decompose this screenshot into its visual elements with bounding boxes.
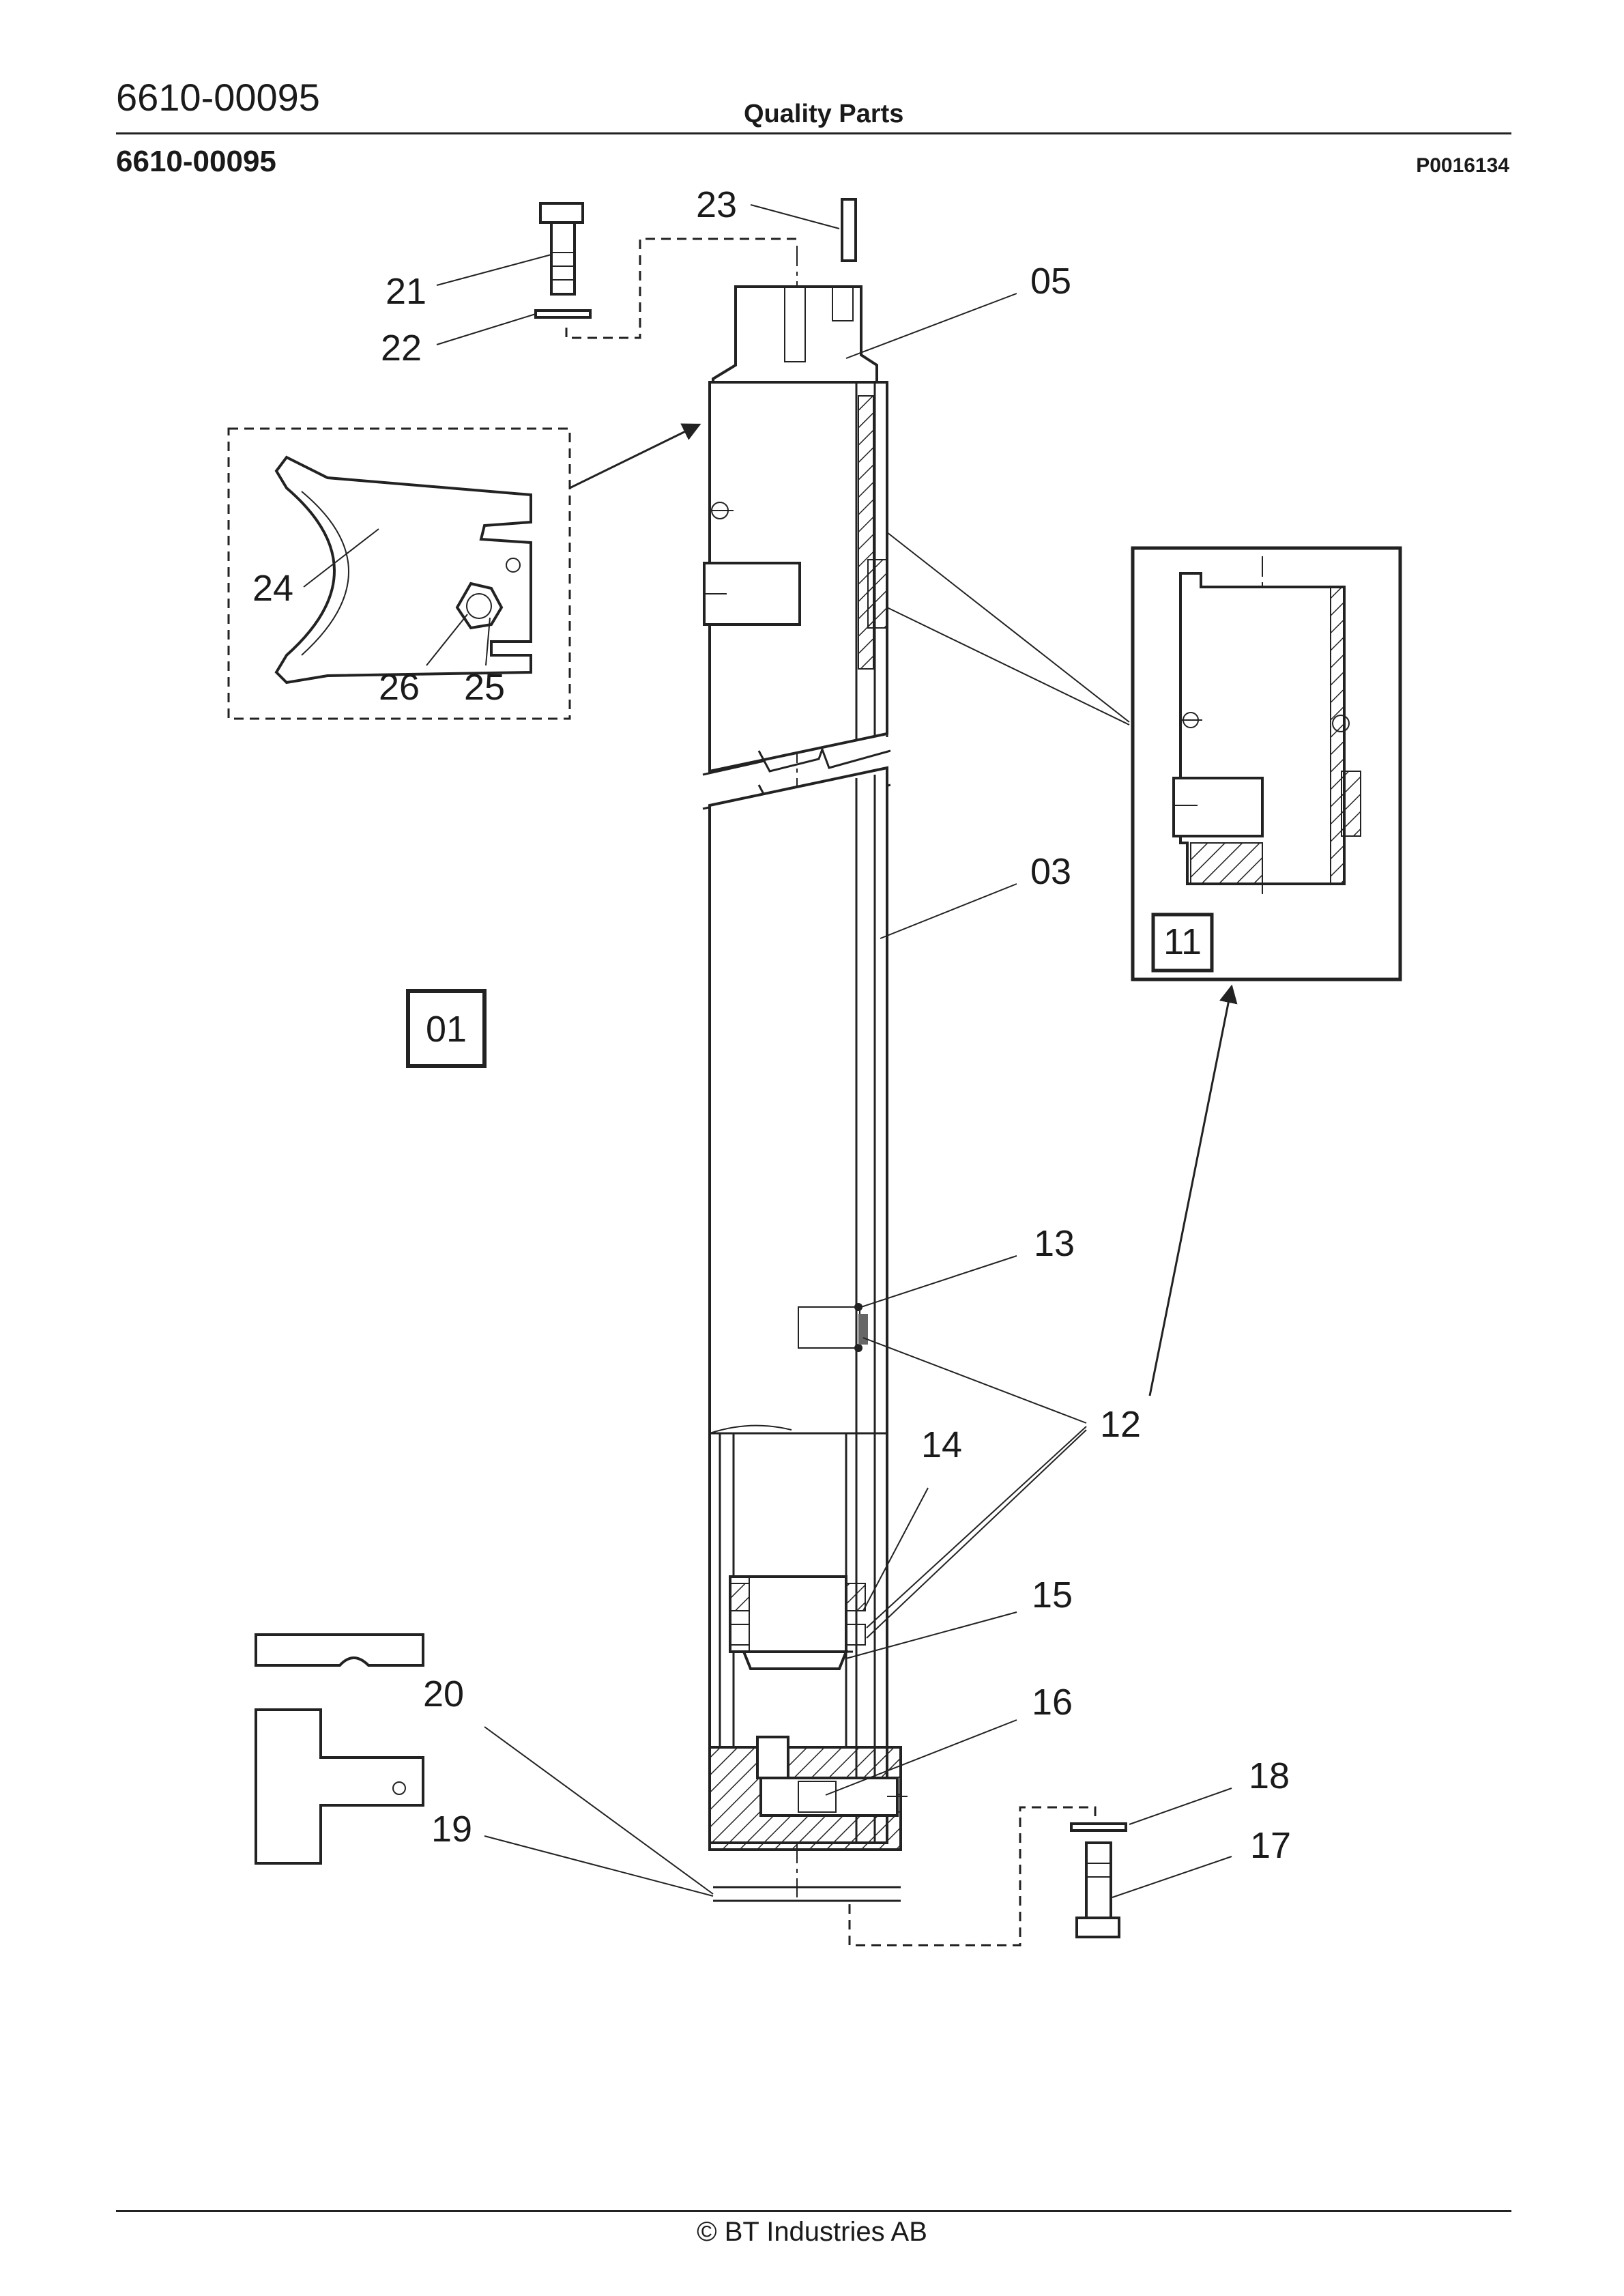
piston-assembly	[729, 1575, 866, 1670]
callout-26: 26	[379, 667, 420, 708]
callout-25: 25	[464, 667, 505, 708]
callout-21: 21	[386, 271, 426, 312]
assembly-path-top	[565, 238, 797, 339]
callout-16: 16	[1032, 1682, 1073, 1723]
callout-18: 18	[1249, 1755, 1290, 1796]
bolt-17	[1075, 1841, 1120, 1938]
page-title: Quality Parts	[744, 100, 904, 128]
bolt-21	[539, 202, 584, 296]
callout-24: 24	[252, 568, 293, 609]
callout-12: 12	[1100, 1404, 1141, 1445]
washer-18	[1070, 1822, 1127, 1832]
detail-11-section	[1172, 556, 1361, 894]
callout-20: 20	[423, 1674, 464, 1714]
assembly-label-box	[406, 989, 487, 1068]
callout-23: 23	[696, 184, 737, 225]
detail-box-24-26	[227, 427, 571, 720]
cylinder-tube-lower	[708, 766, 888, 1844]
callout-19: 19	[431, 1809, 472, 1850]
assembly-number: 6610-00095	[116, 145, 276, 178]
callout-17: 17	[1250, 1825, 1291, 1866]
cylinder-tube-upper	[703, 381, 888, 773]
assembly-path-bottom	[848, 1806, 1097, 1947]
callout-14: 14	[921, 1424, 962, 1465]
callout-22: 22	[381, 328, 422, 369]
detail-leader-arrow	[569, 423, 701, 489]
washer-22	[534, 309, 592, 319]
pin-23	[841, 198, 857, 262]
footer-copyright: © BT Industries AB	[697, 2217, 927, 2247]
detail-label-box	[1151, 913, 1214, 973]
drawing-reference: P0016134	[1416, 154, 1509, 177]
footer-rule	[116, 2210, 1511, 2212]
assembly-label: 01	[426, 1009, 467, 1050]
document-number: 6610-00095	[116, 76, 320, 119]
shim-detail-19-20	[255, 1633, 424, 1865]
detail-label: 11	[1163, 921, 1202, 962]
fork-tool-24	[274, 455, 532, 685]
cylinder-base	[708, 1736, 908, 1851]
header-rule	[116, 132, 1511, 134]
cylinder-head	[712, 285, 878, 384]
callout-05: 05	[1030, 261, 1071, 302]
callout-15: 15	[1032, 1575, 1073, 1616]
leader-lines	[303, 204, 1238, 1898]
callout-13: 13	[1034, 1223, 1075, 1264]
callout-03: 03	[1030, 851, 1071, 892]
